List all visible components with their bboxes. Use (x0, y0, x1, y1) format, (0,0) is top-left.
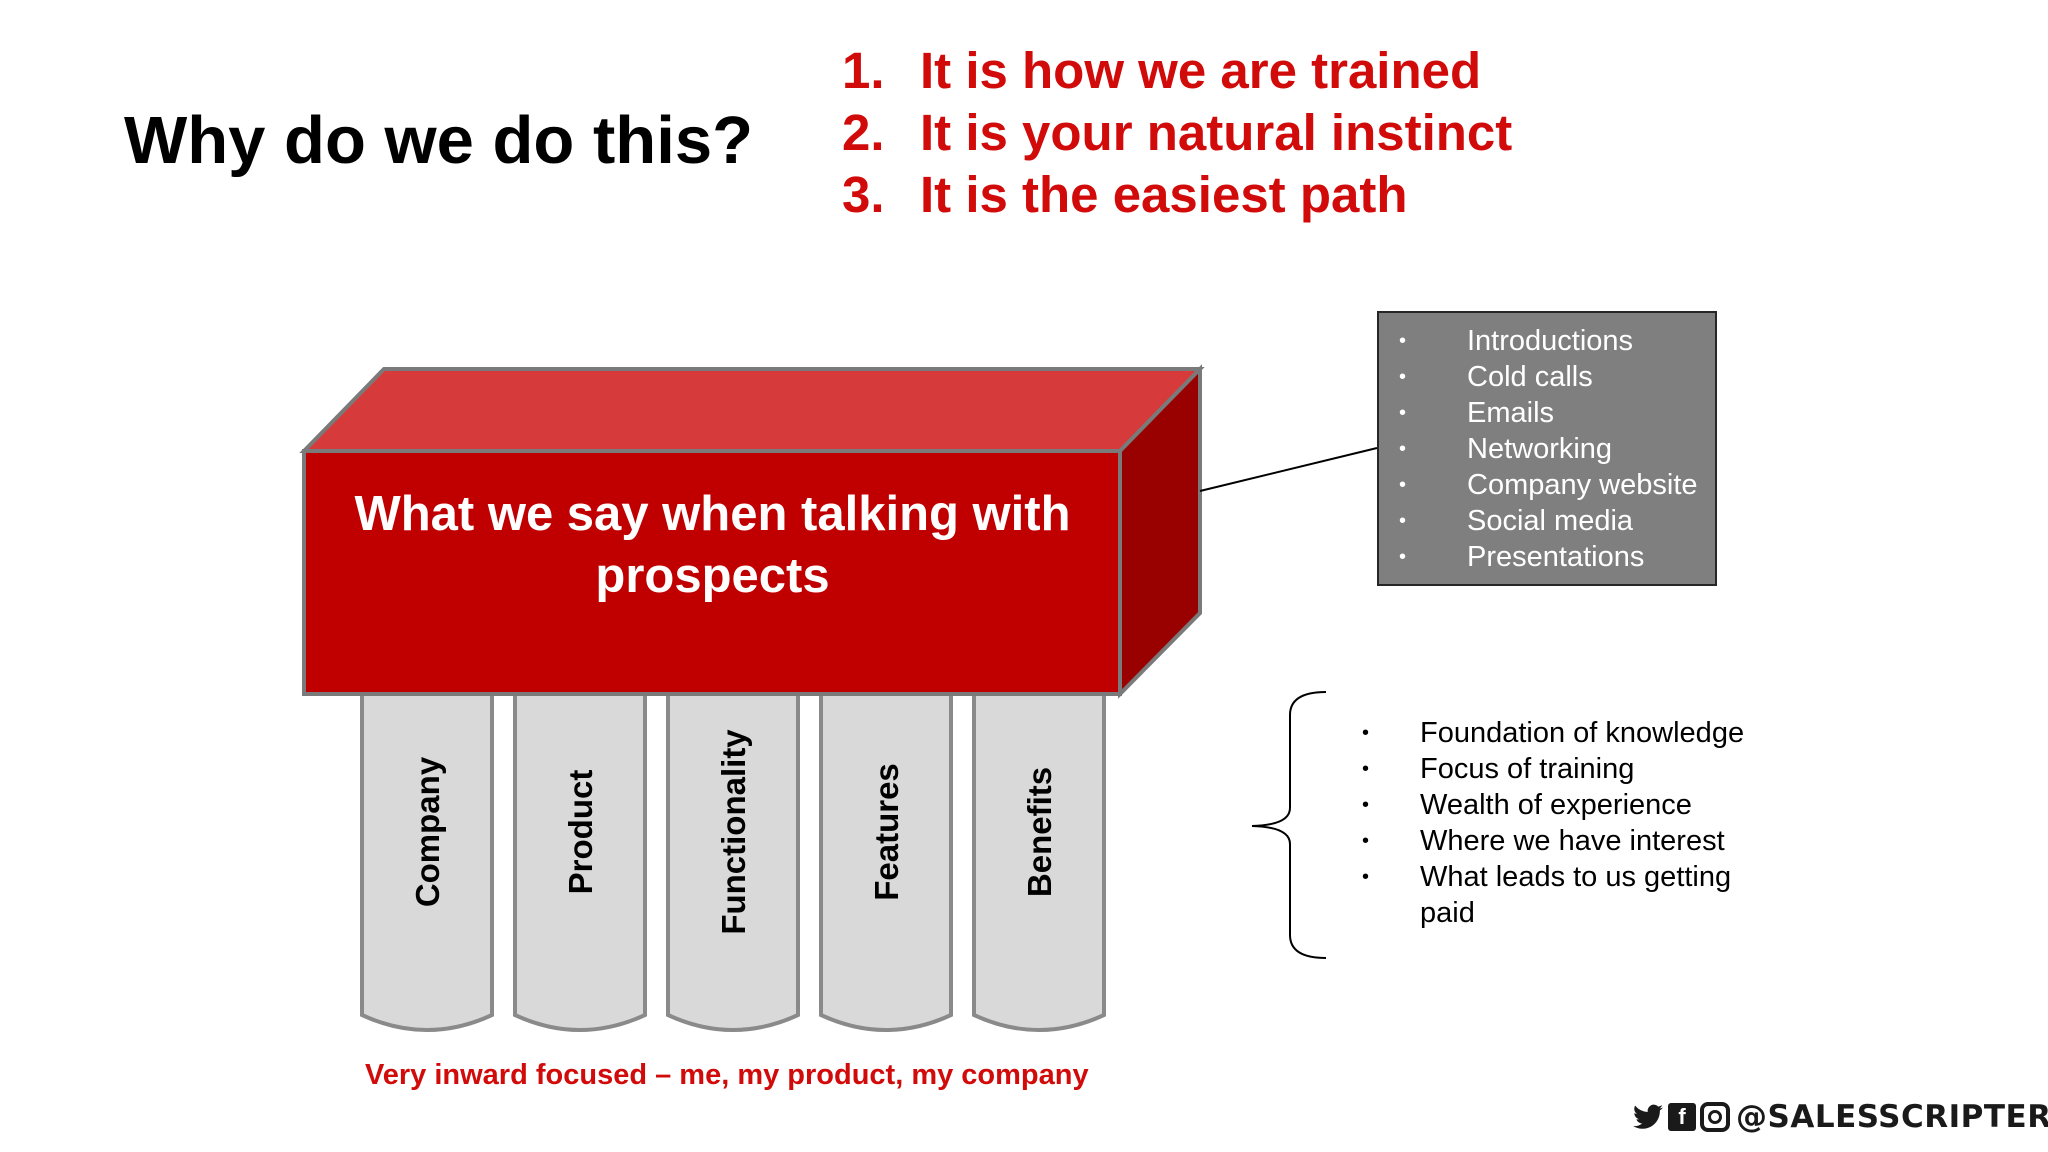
instagram-icon[interactable] (1700, 1102, 1730, 1132)
twitter-icon[interactable] (1632, 1103, 1664, 1131)
channel-item: •Company website (1399, 469, 1698, 501)
bullet: • (1362, 758, 1370, 780)
pillar-functionality (666, 688, 800, 1032)
reason-number: 1. (842, 42, 885, 99)
curly-brace (1251, 691, 1327, 959)
reason-item: 3. It is the easiest path (842, 164, 1512, 226)
channel-item: •Social media (1399, 505, 1634, 537)
pillar-company (360, 688, 494, 1032)
reason-number: 2. (842, 104, 885, 161)
callout-connector (1199, 447, 1378, 492)
channels-callout: •Introductions •Cold calls •Emails •Netw… (1377, 311, 1717, 586)
pillar-benefits (972, 688, 1106, 1032)
social-bar: f @SALESSCRIPTER (1632, 1099, 2048, 1135)
bullet: • (1399, 474, 1407, 496)
pillars-group (360, 688, 1106, 1032)
caption: Very inward focused – me, my product, my… (365, 1059, 1089, 1091)
slide-title: Why do we do this? (124, 103, 754, 178)
reason-text: It is your natural instinct (920, 104, 1513, 161)
reason-item: 1. It is how we are trained (842, 40, 1512, 102)
bullet: • (1362, 830, 1370, 852)
foundation-list: •Foundation of knowledge •Focus of train… (1362, 715, 1782, 931)
red-box-front (302, 449, 1122, 696)
channel-item: •Cold calls (1399, 361, 1593, 393)
channels-list: •Introductions •Cold calls •Emails •Netw… (1399, 323, 1698, 575)
bullet: • (1362, 794, 1370, 816)
pillar-features (819, 688, 953, 1032)
reason-number: 3. (842, 166, 885, 223)
box-title: What we say when talking with prospects (354, 487, 1071, 603)
bullet: • (1362, 866, 1370, 888)
pillar-product (513, 688, 647, 1032)
bullet: • (1399, 402, 1407, 424)
reason-text: It is how we are trained (920, 42, 1482, 99)
reason-text: It is the easiest path (920, 166, 1408, 223)
bullet: • (1399, 330, 1407, 352)
reasons-list: 1. It is how we are trained 2. It is your … (842, 40, 1512, 226)
red-box-top (299, 367, 1205, 453)
foundation-item: •What leads to us getting paid (1362, 861, 1732, 929)
foundation-item: •Focus of training (1362, 753, 1635, 785)
facebook-icon[interactable]: f (1668, 1103, 1696, 1131)
foundation-item: •Wealth of experience (1362, 789, 1692, 821)
bullet: • (1399, 510, 1407, 532)
channel-item: •Emails (1399, 397, 1555, 429)
reason-item: 2. It is your natural instinct (842, 102, 1512, 164)
foundation-item: •Foundation of knowledge (1362, 717, 1745, 749)
channel-item: •Networking (1399, 433, 1613, 465)
red-box (299, 364, 1205, 699)
bullet: • (1362, 722, 1370, 744)
foundation-item: •Where we have interest (1362, 825, 1725, 857)
bullet: • (1399, 438, 1407, 460)
bullet: • (1399, 546, 1407, 568)
channel-item: •Introductions (1399, 325, 1634, 357)
bullet: • (1399, 366, 1407, 388)
social-handle[interactable]: @SALESSCRIPTER (1736, 1099, 2048, 1135)
channel-item: •Presentations (1399, 541, 1645, 573)
